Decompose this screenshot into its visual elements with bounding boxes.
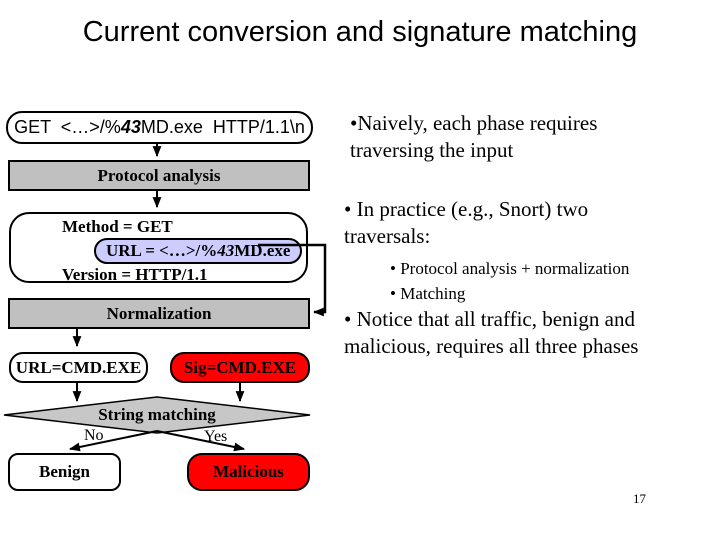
page-number: 17 [633,491,646,506]
url-text-suffix: MD.exe [234,241,291,260]
method-line: Method = GET [62,217,173,236]
url-text-highlight: 43 [217,241,235,260]
protocol-analysis-box: Protocol analysis [8,160,310,191]
slide-title: Current conversion and signature matchin… [82,16,638,48]
malicious-result-box: Malicious [187,453,310,491]
bullet-notice: • Notice that all traffic, benign and ma… [344,307,639,358]
arrow-decision-yes-branch [156,430,246,452]
version-line: Version = HTTP/1.1 [62,265,208,284]
sub-bullet-protocol-normalization: • Protocol analysis + normalization [390,259,630,278]
url-result-label: URL=CMD.EXE [15,357,142,377]
bullet-naively: •Naively, each phase requires traversing… [350,111,598,162]
url-line-row: URL = <…>/%43MD.exe [62,238,306,264]
normalization-label: Normalization [106,303,212,323]
signature-result-label: Sig=CMD.EXE [183,357,297,377]
no-branch-label: No [84,427,104,444]
parsed-fields-box: Method = GET URL = <…>/%43MD.exe Version… [9,212,308,284]
url-text-prefix: URL = <…>/% [106,241,218,260]
request-text-highlight: 43 [120,117,141,137]
bullet-in-practice: • In practice (e.g., Snort) two traversa… [344,197,589,248]
protocol-analysis-label: Protocol analysis [97,165,221,185]
signature-result-box: Sig=CMD.EXE [170,352,310,383]
url-result-box: URL=CMD.EXE [9,352,148,383]
malicious-label: Malicious [213,462,284,481]
string-matching-decision: String matching [4,397,310,433]
yes-branch-label: Yes [204,428,228,445]
url-highlight-pill: URL = <…>/%43MD.exe [94,238,303,264]
benign-label: Benign [38,462,91,481]
normalization-box: Normalization [8,298,310,329]
string-matching-label: String matching [98,405,216,424]
sub-bullet-list: • Protocol analysis + normalization • Ma… [390,256,629,306]
request-text-suffix: MD.exe HTTP/1.1\n [140,117,305,137]
benign-result-box: Benign [8,453,121,491]
sub-bullet-matching: • Matching [390,284,466,303]
request-text-prefix: GET <…>/% [14,117,121,137]
